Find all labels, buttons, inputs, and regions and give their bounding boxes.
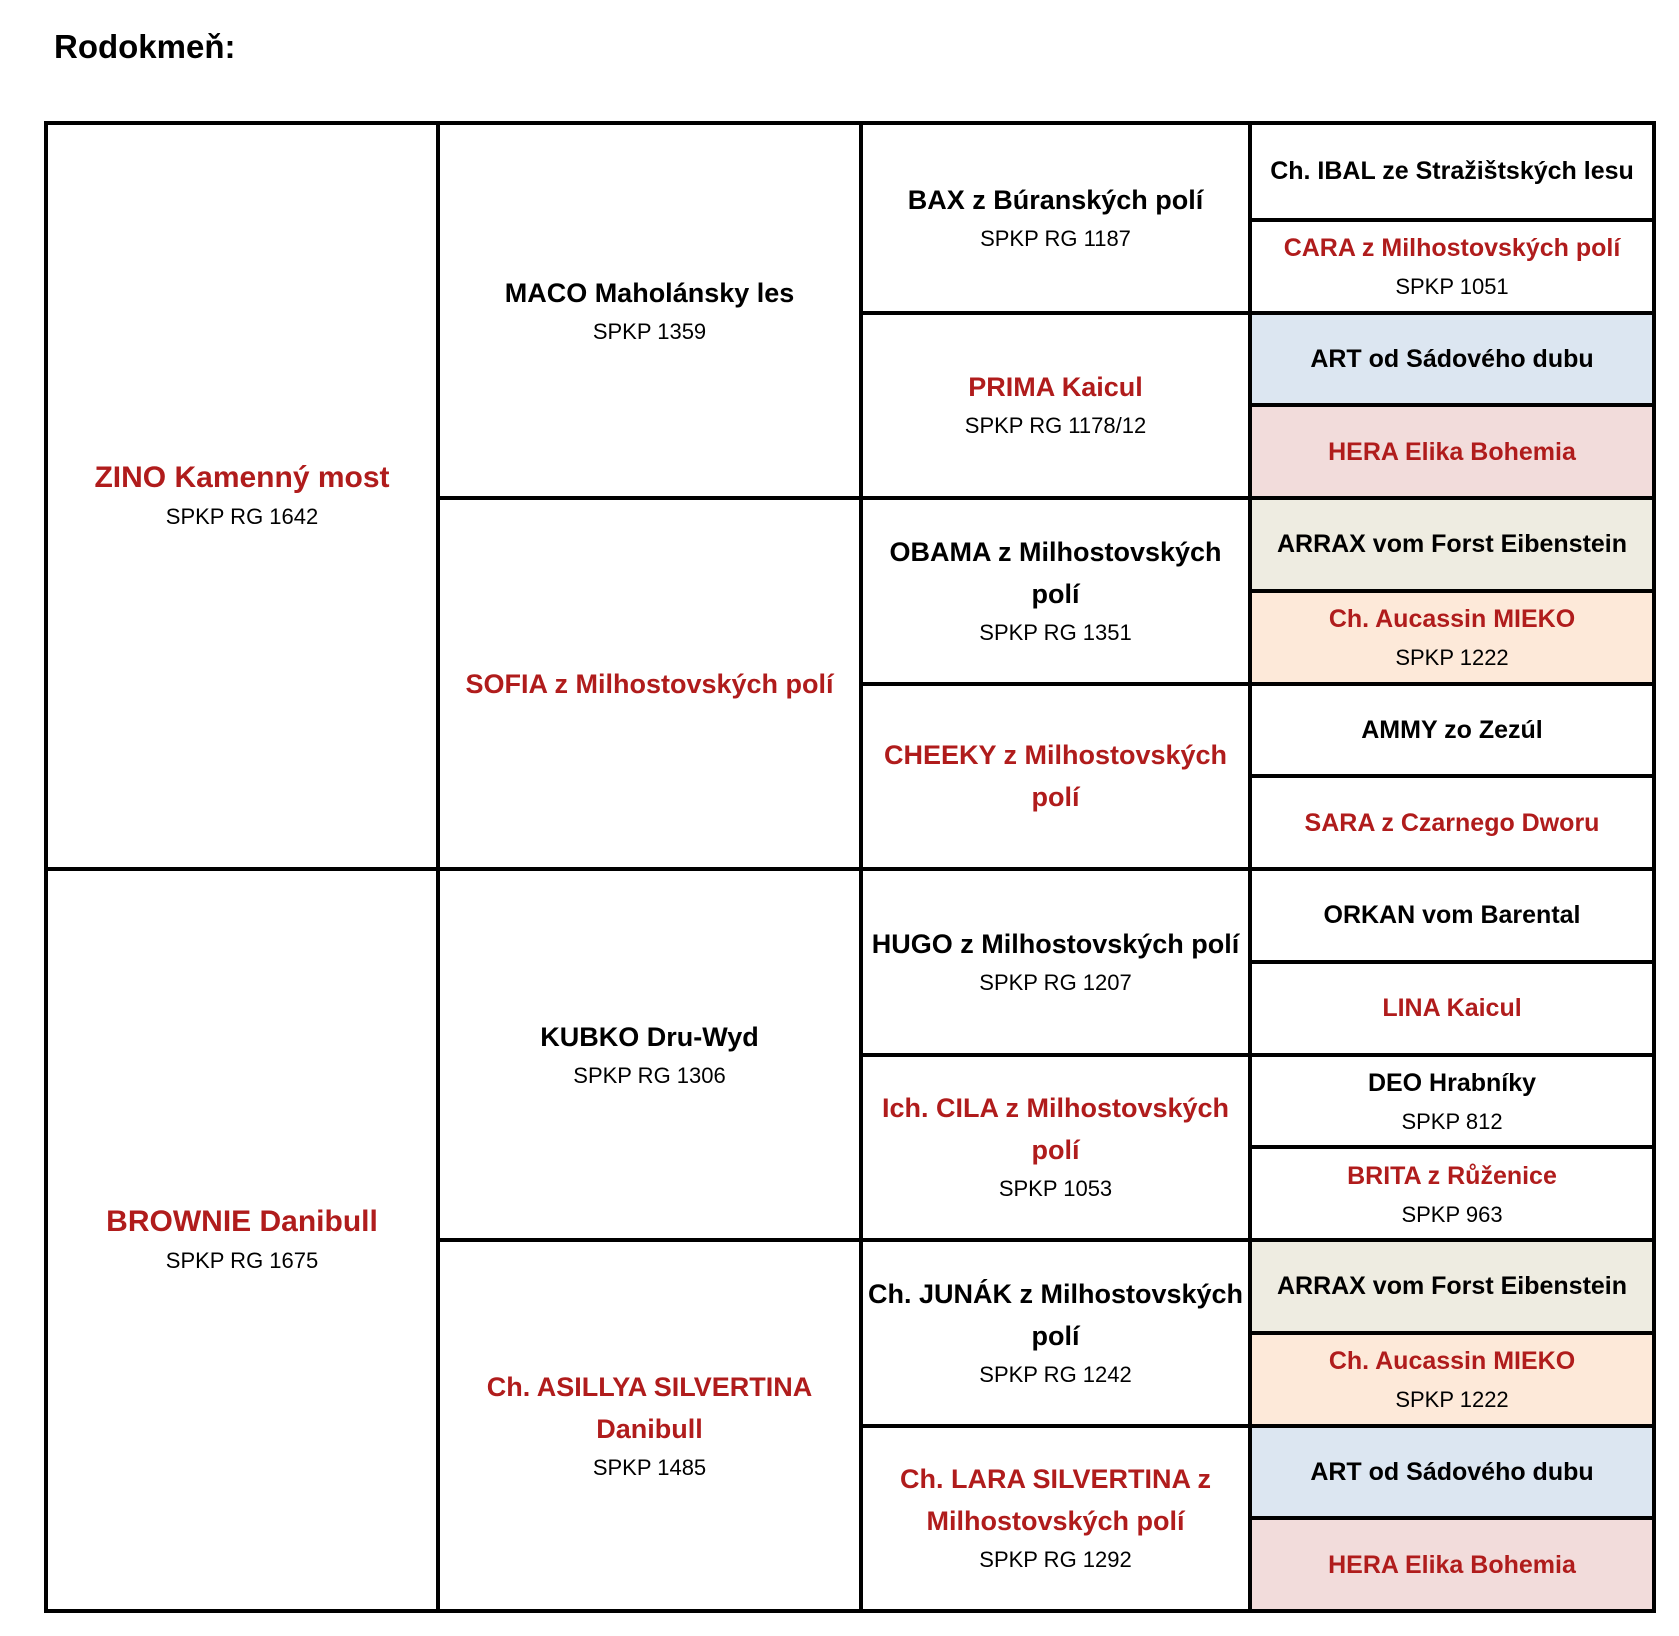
page-title: Rodokmeň:: [54, 28, 236, 65]
dog-name: Ch. JUNÁK z Milhostovských polí: [867, 1278, 1244, 1351]
dog-name: LINA Kaicul: [1382, 994, 1522, 1023]
pedigree-cell: SARA z Czarnego Dworu: [1252, 774, 1652, 867]
pedigree-cell: ORKAN vom Barental: [1252, 867, 1652, 960]
pedigree-cell: SOFIA z Milhostovských polí: [440, 496, 859, 867]
registration-number: SPKP RG 1242: [979, 1361, 1132, 1387]
pedigree-cell: LINA Kaicul: [1252, 959, 1652, 1053]
dog-name: BRITA z Růženice: [1347, 1161, 1557, 1190]
pedigree-cell: ARRAX vom Forst Eibenstein: [1252, 1238, 1652, 1331]
dog-name: OBAMA z Milhostovských polí: [889, 536, 1222, 609]
registration-number: SPKP RG 1642: [165, 504, 319, 529]
dog-name: ZINO Kamenný most: [94, 461, 390, 494]
dog-name: MACO Maholánsky les: [504, 277, 795, 308]
registration-number: SPKP 812: [1401, 1108, 1503, 1134]
registration-number: SPKP RG 1178/12: [964, 413, 1147, 439]
dog-name: DEO Hrabníky: [1367, 1068, 1537, 1097]
dog-name: PRIMA Kaicul: [968, 372, 1143, 403]
registration-number: SPKP RG 1207: [979, 969, 1132, 995]
dog-name: Ich. CILA z Milhostovských polí: [881, 1093, 1230, 1166]
column-divider: [436, 125, 440, 1609]
dog-name: BAX z Búranských polí: [907, 184, 1204, 215]
dog-name: Ch. ASILLYA SILVERTINA Danibull: [486, 1371, 813, 1444]
dog-name: SARA z Czarnego Dworu: [1304, 808, 1600, 837]
pedigree-cell: HERA Elika Bohemia: [1252, 1516, 1652, 1609]
pedigree-cell: AMMY zo Zezúl: [1252, 681, 1652, 775]
column-divider: [1248, 125, 1252, 1609]
dog-name: HERA Elika Bohemia: [1328, 1550, 1576, 1579]
registration-number: SPKP 1485: [592, 1454, 707, 1480]
registration-number: SPKP RG 1351: [979, 619, 1132, 645]
pedigree-cell: Ch. Aucassin MIEKO SPKP 1222: [1252, 1330, 1652, 1424]
pedigree-cell: ART od Sádového dubu: [1252, 1423, 1652, 1517]
registration-number: SPKP RG 1292: [979, 1547, 1132, 1573]
dog-name: ARRAX vom Forst Eibenstein: [1276, 530, 1628, 559]
dog-name: HERA Elika Bohemia: [1328, 437, 1576, 466]
dog-name: SOFIA z Milhostovských polí: [465, 668, 834, 699]
registration-number: SPKP RG 1187: [980, 225, 1131, 251]
dog-name: BROWNIE Danibull: [106, 1205, 378, 1238]
dog-name: Ch. IBAL ze Stražištských lesu: [1270, 157, 1634, 186]
pedigree-cell: Ch. LARA SILVERTINA z Milhostovských pol…: [863, 1423, 1248, 1610]
column-divider: [859, 125, 863, 1609]
dog-name: Ch. Aucassin MIEKO: [1328, 1347, 1576, 1376]
dog-name: ART od Sádového dubu: [1310, 344, 1594, 373]
dog-name: Ch. Aucassin MIEKO: [1328, 605, 1576, 634]
pedigree-cell: Ch. Aucassin MIEKO SPKP 1222: [1252, 588, 1652, 682]
dog-name: KUBKO Dru-Wyd: [540, 1021, 759, 1052]
dog-name: ORKAN vom Barental: [1323, 901, 1581, 930]
pedigree-cell: HERA Elika Bohemia: [1252, 403, 1652, 496]
dog-name: HUGO z Milhostovských polí: [871, 928, 1240, 959]
pedigree-cell: Ch. IBAL ze Stražištských lesu: [1252, 125, 1652, 218]
dog-name: CHEEKY z Milhostovských polí: [883, 740, 1228, 813]
registration-number: SPKP 1222: [1395, 645, 1509, 671]
registration-number: SPKP 1359: [592, 318, 707, 344]
registration-number: SPKP 1051: [1395, 274, 1509, 300]
dog-name: ARRAX vom Forst Eibenstein: [1276, 1272, 1628, 1301]
dog-name: AMMY zo Zezúl: [1361, 715, 1543, 744]
registration-number: SPKP 963: [1401, 1201, 1503, 1227]
dog-name: CARA z Milhostovských polí: [1283, 234, 1621, 263]
registration-number: SPKP RG 1675: [165, 1248, 319, 1273]
registration-number: SPKP 1053: [998, 1176, 1113, 1202]
pedigree-cell: CHEEKY z Milhostovských polí: [863, 681, 1248, 868]
registration-number: SPKP RG 1306: [573, 1062, 726, 1088]
registration-number: SPKP 1222: [1395, 1387, 1509, 1413]
pedigree-cell: ARRAX vom Forst Eibenstein: [1252, 496, 1652, 589]
dog-name: Ch. LARA SILVERTINA z Milhostovských pol…: [900, 1464, 1211, 1537]
dog-name: ART od Sádového dubu: [1310, 1457, 1594, 1486]
pedigree-cell: ART od Sádového dubu: [1252, 310, 1652, 404]
